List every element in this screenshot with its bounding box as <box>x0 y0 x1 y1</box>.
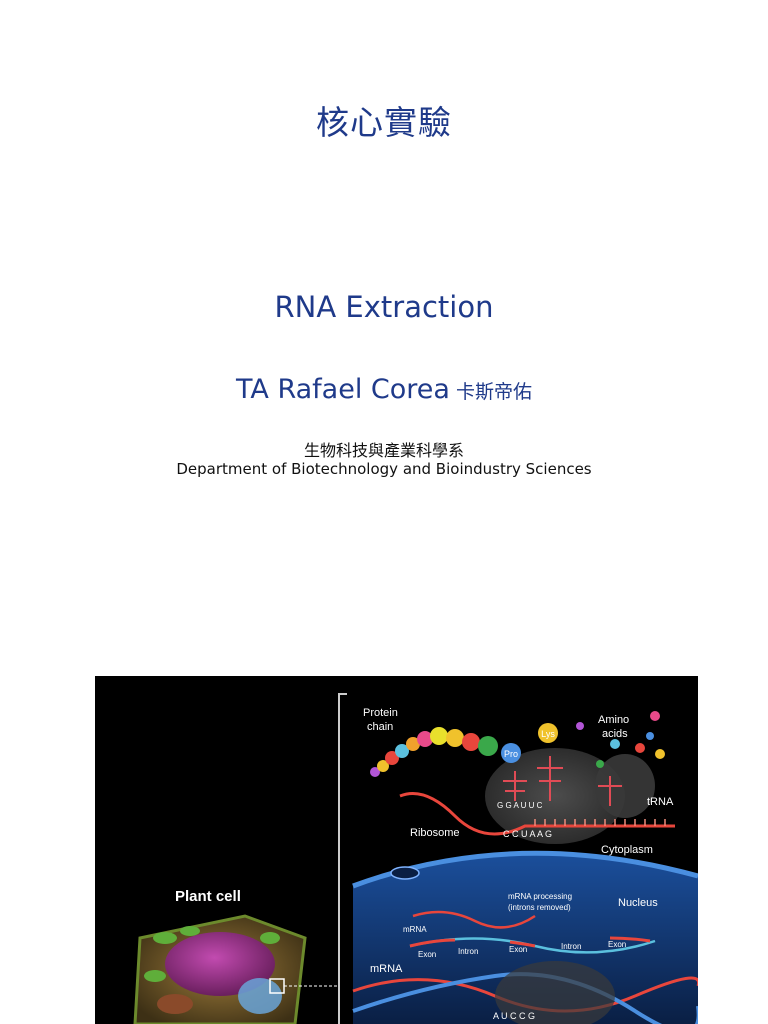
trna-label: tRNA <box>647 796 674 808</box>
vacuole <box>165 932 275 996</box>
mrna-small-label: mRNA <box>403 925 427 934</box>
mrna-cytoplasm <box>399 792 675 836</box>
mrna-processed <box>412 910 536 929</box>
figure-bracket <box>338 693 347 1024</box>
department-chinese: 生物科技與產業科學系 <box>303 441 464 460</box>
gene-expression-illustration: Pro Lys <box>133 693 698 1024</box>
exon-label-1: Exon <box>418 950 436 959</box>
amino-acids-label-1: Amino <box>598 714 629 726</box>
protein-chain-beads <box>370 723 558 777</box>
free-amino-acids <box>576 711 665 768</box>
chloroplast <box>153 932 177 944</box>
amino-acids-label-2: acids <box>602 728 628 740</box>
mrna-processing-label-2: (introns removed) <box>508 903 571 912</box>
cytoplasm-label: Cytoplasm <box>601 844 653 856</box>
ta-name-cn: 卡斯帝佑 <box>455 381 532 403</box>
protein-chain-label-2: chain <box>367 721 393 733</box>
ta-name: TA Rafael Corea <box>236 374 450 405</box>
slide-title: 核心實驗 <box>316 103 452 142</box>
mrna-processing-label-1: mRNA processing <box>508 892 572 901</box>
exon-label-3: Exon <box>608 940 626 949</box>
plant-cell <box>133 914 339 1024</box>
dna-letters: A U C C G <box>493 1011 535 1021</box>
mrna-cytoplasm-bases <box>534 819 666 826</box>
nucleus-label: Nucleus <box>618 897 658 909</box>
codon-text: C C U A A G <box>503 829 552 839</box>
ribosome-label: Ribosome <box>410 827 460 839</box>
anticodon-text: G G A U U C <box>497 801 543 810</box>
exon-label-2: Exon <box>509 945 527 954</box>
intron-label-1: Intron <box>458 947 478 956</box>
mitochondrion <box>157 994 193 1014</box>
cell-nucleus <box>238 978 282 1014</box>
gene-expression-figure: Pro Lys <box>95 676 698 1024</box>
lys-label: Lys <box>541 729 555 739</box>
plant-cell-label: Plant cell <box>175 888 241 905</box>
intron-label-2: Intron <box>561 942 581 951</box>
ribosome-body <box>485 748 625 844</box>
slide-subtitle: RNA Extraction <box>274 290 494 324</box>
rna-polymerase <box>495 961 615 1024</box>
trna-molecules <box>503 756 622 806</box>
nuclear-pore <box>390 866 420 880</box>
protein-chain-label-1: Protein <box>363 707 398 719</box>
department-english: Department of Biotechnology and Bioindus… <box>176 460 592 478</box>
mrna-large-label: mRNA <box>370 963 403 975</box>
pro-label: Pro <box>504 749 518 759</box>
